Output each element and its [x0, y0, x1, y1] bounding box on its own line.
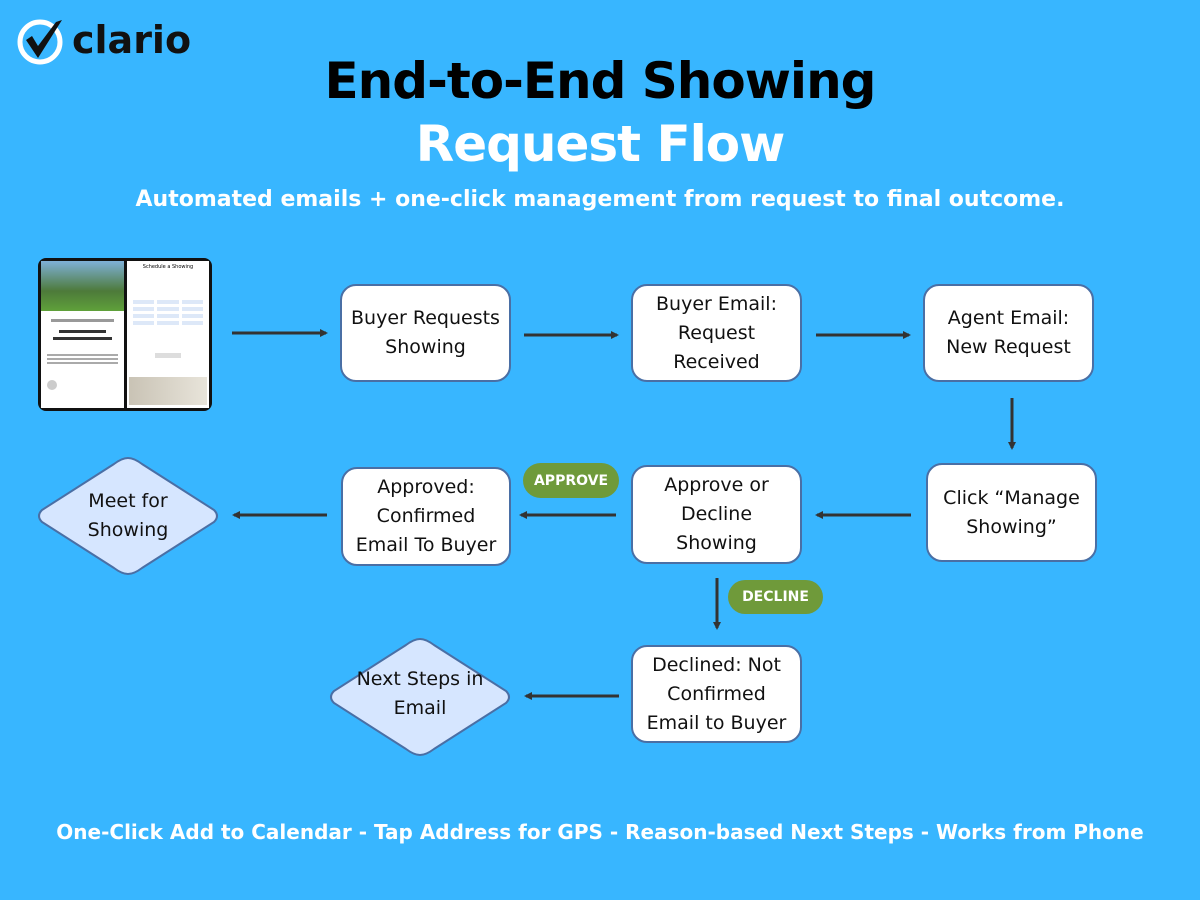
step-approved: Approved: Confirmed Email To Buyer: [341, 467, 511, 566]
showing-page-thumbnail: Schedule a Showing: [38, 258, 212, 411]
page-title-line1: End-to-End Showing: [324, 52, 877, 110]
approve-badge: APPROVE: [523, 463, 619, 498]
step-next-steps: Next Steps in Email: [356, 668, 484, 719]
logo-text: clario: [72, 18, 192, 62]
listing-panel: [41, 261, 124, 408]
step-meet-for-showing: Meet for Showing: [87, 490, 169, 541]
schedule-panel: Schedule a Showing: [127, 261, 209, 408]
page-title-line2: Request Flow: [415, 115, 786, 173]
feature-footer: One-Click Add to Calendar - Tap Address …: [56, 820, 1144, 844]
thumbnail-heading: Schedule a Showing: [142, 264, 194, 270]
step-buyer-requests: Buyer Requests Showing: [340, 284, 511, 382]
step-manage-showing: Click “Manage Showing”: [926, 463, 1097, 562]
step-buyer-email: Buyer Email: Request Received: [631, 284, 802, 382]
step-declined: Declined: Not Confirmed Email to Buyer: [631, 645, 802, 743]
diamond-meet-shape: [38, 456, 218, 576]
step-agent-email: Agent Email: New Request: [923, 284, 1094, 382]
house-photo: [41, 261, 124, 311]
step-approve-or-decline: Approve or Decline Showing: [631, 465, 802, 564]
page-subtitle: Automated emails + one-click management …: [135, 187, 1065, 212]
decline-badge: DECLINE: [728, 580, 823, 614]
clario-logo-icon: [16, 16, 66, 66]
diamond-next-steps-shape: [330, 637, 510, 757]
